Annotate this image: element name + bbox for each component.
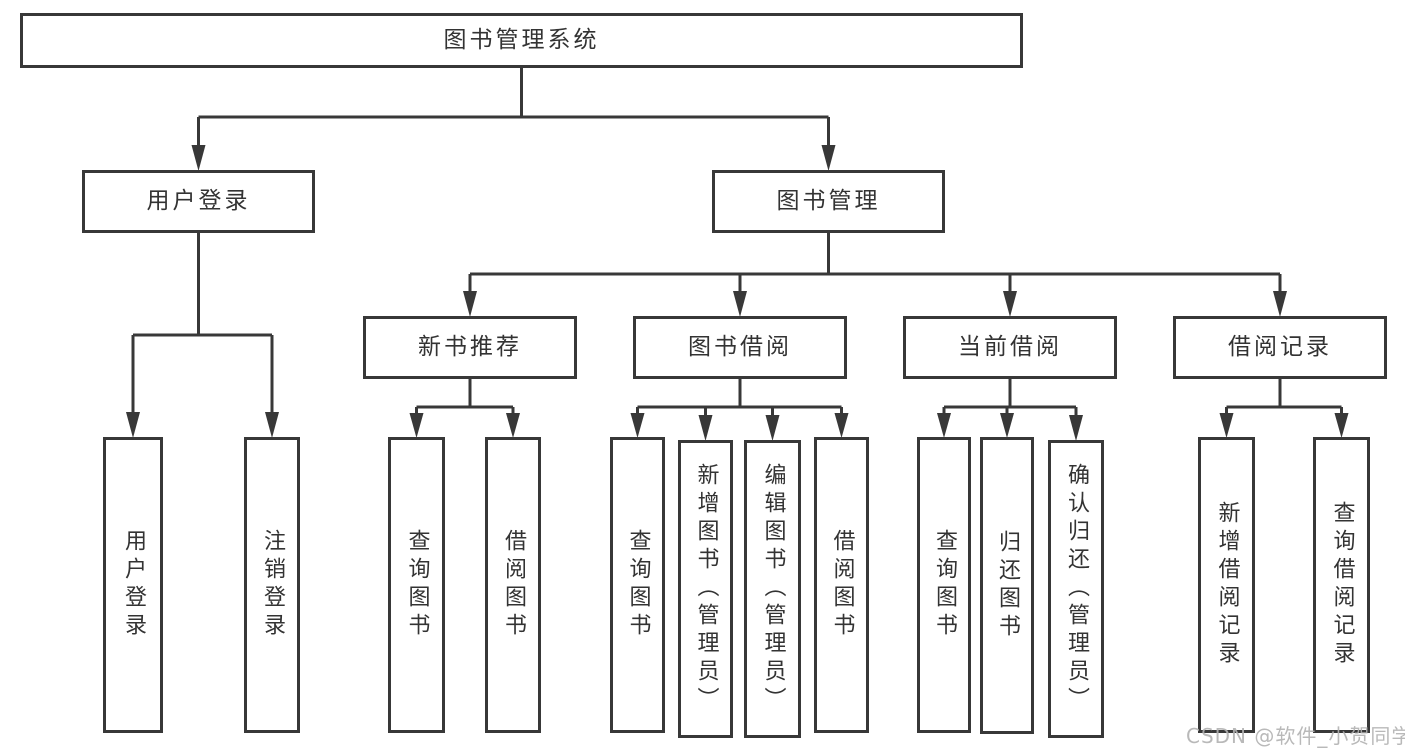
arrowhead-icon [126, 412, 140, 438]
arrowhead-icon [834, 413, 849, 438]
leaf-query-books-recommend: 查询图书 [388, 437, 445, 733]
arrowhead-icon [765, 415, 780, 441]
arrowhead-icon [698, 415, 713, 441]
arrowhead-icon [191, 145, 206, 171]
csdn-watermark: CSDN @软件_小贺同学 [1186, 724, 1405, 748]
node-user-login: 用户登录 [82, 170, 315, 233]
arrowhead-icon [1273, 291, 1287, 317]
leaf-user-login: 用户登录 [103, 437, 163, 733]
leaf-return-books: 归还图书 [980, 437, 1034, 734]
arrowhead-icon [821, 145, 836, 171]
edge-user-login-split [131, 233, 274, 413]
edge-root-split [197, 68, 830, 146]
leaf-borrow-books-recommend: 借阅图书 [485, 437, 541, 733]
edge-book-management-split [468, 233, 1282, 292]
leaf-borrow-books-borrowing: 借阅图书 [814, 437, 869, 733]
leaf-logout: 注销登录 [244, 437, 300, 733]
leaf-add-borrow-record: 新增借阅记录 [1198, 437, 1255, 733]
edge-current-borrowing-split [942, 379, 1078, 416]
arrowhead-icon [1069, 415, 1083, 441]
node-library-management-system: 图书管理系统 [20, 13, 1023, 68]
node-borrow-records: 借阅记录 [1173, 316, 1387, 379]
arrowhead-icon [630, 413, 645, 438]
node-current-borrowing: 当前借阅 [903, 316, 1117, 379]
edge-borrow-records-split [1225, 379, 1343, 414]
arrowhead-icon [1003, 291, 1017, 317]
arrowhead-icon [937, 413, 951, 438]
arrowhead-icon [733, 291, 747, 317]
arrowhead-icon [1334, 413, 1349, 438]
node-book-management: 图书管理 [712, 170, 945, 233]
node-new-book-recommend: 新书推荐 [363, 316, 577, 379]
arrowhead-icon [463, 291, 477, 317]
leaf-query-borrow-record: 查询借阅记录 [1313, 437, 1370, 733]
arrowhead-icon [1000, 413, 1014, 438]
leaf-query-books-borrowing: 查询图书 [610, 437, 665, 733]
leaf-edit-books-admin: 编辑图书（管理员） [744, 440, 801, 738]
arrowhead-icon [409, 413, 424, 438]
edge-book-borrowing-split [636, 379, 843, 416]
leaf-query-books-current: 查询图书 [917, 437, 971, 733]
arrowhead-icon [506, 413, 520, 438]
node-book-borrowing: 图书借阅 [633, 316, 847, 379]
arrowhead-icon [265, 412, 279, 438]
arrowhead-icon [1219, 413, 1234, 438]
edge-new-book-split [415, 379, 515, 414]
leaf-confirm-return-admin: 确认归还（管理员） [1048, 440, 1104, 738]
leaf-add-books-admin: 新增图书（管理员） [678, 440, 733, 738]
